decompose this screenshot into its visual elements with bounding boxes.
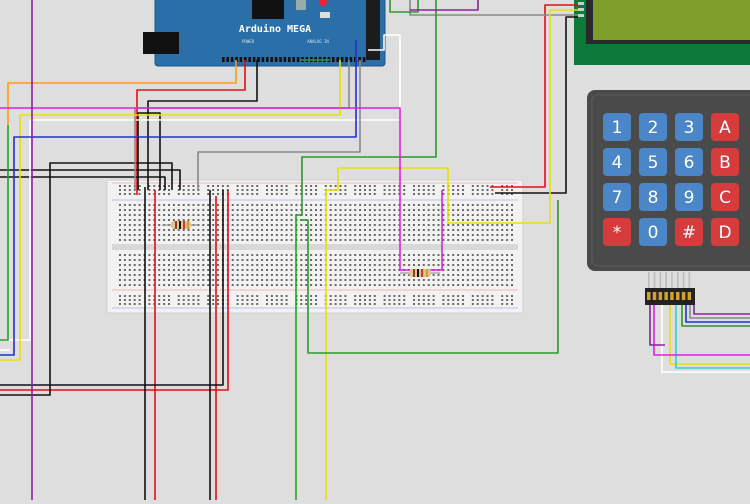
wire-gray-1[interactable] xyxy=(197,60,361,190)
wire-green-2[interactable] xyxy=(300,200,559,354)
reset-cap xyxy=(319,0,327,6)
keypad-connector xyxy=(645,272,695,305)
key-label: 9 xyxy=(684,188,695,208)
wire-orange-1[interactable] xyxy=(7,60,237,125)
key-c[interactable]: C xyxy=(711,183,739,211)
wire-green-kp[interactable] xyxy=(681,305,750,327)
key-label: # xyxy=(682,223,696,243)
wire-magenta-1[interactable] xyxy=(0,107,410,271)
key-label: 0 xyxy=(648,223,659,243)
wire-gray-top[interactable] xyxy=(409,0,578,16)
key-label: 3 xyxy=(684,118,695,138)
key-a[interactable]: A xyxy=(711,113,739,141)
wire-gray-kp[interactable] xyxy=(689,305,750,319)
wire-white-1[interactable] xyxy=(0,34,401,341)
key-label: 8 xyxy=(648,188,659,208)
reset-button[interactable] xyxy=(296,0,306,10)
wire-green-left[interactable] xyxy=(0,125,9,341)
key-b[interactable]: B xyxy=(711,148,739,176)
wire-black-7[interactable] xyxy=(0,176,166,190)
key-label: 5 xyxy=(648,153,659,173)
wire-magenta-2[interactable] xyxy=(430,190,443,271)
wire-blue-1[interactable] xyxy=(0,40,357,356)
breadboard-center-channel xyxy=(112,244,518,250)
wire-purple-kp[interactable] xyxy=(693,305,750,315)
key-hash[interactable]: # xyxy=(675,218,703,246)
key-3[interactable]: 3 xyxy=(675,113,703,141)
wire-yellow-kp[interactable] xyxy=(669,305,750,365)
keypad-keys: 1 2 3 A 4 5 6 B 7 8 9 C * 0 # D xyxy=(603,113,739,246)
resistor-2[interactable] xyxy=(400,269,440,277)
wire-blue-kp[interactable] xyxy=(685,305,750,323)
usb-connector xyxy=(252,0,284,19)
key-4[interactable]: 4 xyxy=(603,148,631,176)
led-indicator xyxy=(320,12,330,18)
wire-black-2[interactable] xyxy=(0,190,224,386)
key-7[interactable]: 7 xyxy=(603,183,631,211)
key-9[interactable]: 9 xyxy=(675,183,703,211)
analog-label: ANALOG IN xyxy=(307,39,329,44)
key-6[interactable]: 6 xyxy=(675,148,703,176)
key-0[interactable]: 0 xyxy=(639,218,667,246)
key-label: C xyxy=(719,188,731,208)
lcd-pins xyxy=(578,2,584,17)
wire-black-8[interactable] xyxy=(137,112,161,190)
key-label: 1 xyxy=(612,118,623,138)
breadboard[interactable] xyxy=(106,179,524,314)
key-label: 4 xyxy=(612,153,623,173)
wire-purple-2[interactable] xyxy=(410,0,479,11)
wire-red-2[interactable] xyxy=(0,190,229,391)
wire-green-1[interactable] xyxy=(295,0,437,500)
key-label: 2 xyxy=(648,118,659,138)
keypad-inner-border xyxy=(591,94,750,267)
wire-black-lcd[interactable] xyxy=(495,16,578,194)
key-1[interactable]: 1 xyxy=(603,113,631,141)
key-label: 7 xyxy=(612,188,623,208)
wire-magenta-kp[interactable] xyxy=(653,305,750,356)
wire-black-5[interactable] xyxy=(0,162,173,396)
key-star[interactable]: * xyxy=(603,218,631,246)
wire-black-6[interactable] xyxy=(0,169,181,190)
wire-yellow-2[interactable] xyxy=(325,9,578,500)
power-jack xyxy=(143,32,179,54)
key-label: B xyxy=(719,153,731,173)
wire-purple-kp2[interactable] xyxy=(649,305,665,346)
resistor-1[interactable] xyxy=(162,221,198,229)
key-label: * xyxy=(613,223,622,243)
key-8[interactable]: 8 xyxy=(639,183,667,211)
wire-black-4[interactable] xyxy=(147,60,258,190)
arduino-side-header xyxy=(366,0,380,60)
key-label: D xyxy=(718,223,731,243)
breadboard-holes xyxy=(119,185,513,305)
lcd-screen xyxy=(593,0,750,40)
wire-blue-kp-2[interactable] xyxy=(675,305,750,369)
wire-green-top[interactable] xyxy=(389,0,419,13)
arduino-title: Arduino MEGA xyxy=(239,23,311,35)
wire-red-lcd[interactable] xyxy=(490,4,578,188)
power-label: POWER xyxy=(242,39,255,44)
keypad-4x4[interactable]: 1 2 3 A 4 5 6 B 7 8 9 C * 0 # D xyxy=(587,90,750,305)
wire-yellow-1[interactable] xyxy=(0,60,341,361)
key-2[interactable]: 2 xyxy=(639,113,667,141)
wire-red-top[interactable] xyxy=(136,60,246,195)
lcd-display[interactable] xyxy=(574,0,750,65)
wire-white-kp[interactable] xyxy=(661,305,750,373)
key-label: A xyxy=(719,118,731,138)
arduino-mega-board[interactable]: Arduino MEGA POWER ANALOG IN xyxy=(143,0,386,67)
key-label: 6 xyxy=(684,153,695,173)
key-5[interactable]: 5 xyxy=(639,148,667,176)
key-d[interactable]: D xyxy=(711,218,739,246)
